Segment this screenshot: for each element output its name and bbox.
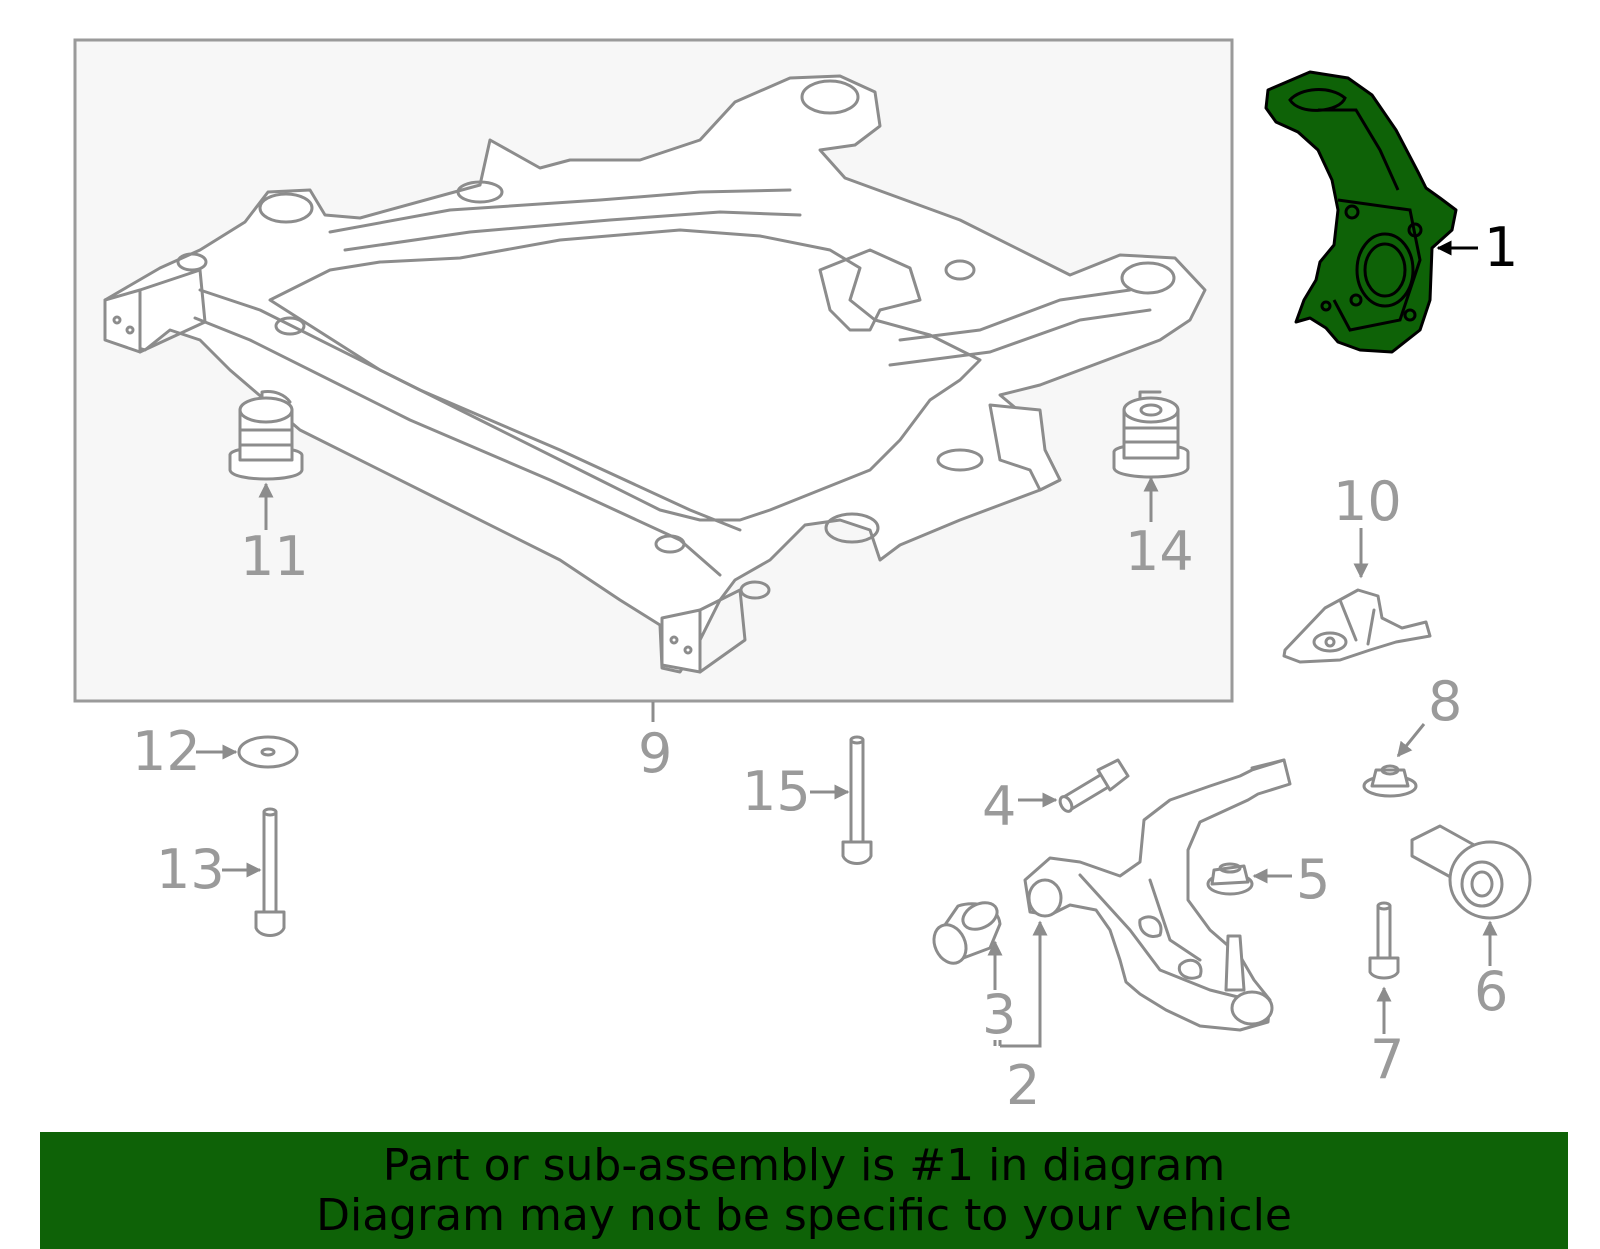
control-arm-bushing-rear[interactable] xyxy=(1410,824,1532,920)
callout-4: 4 xyxy=(982,775,1016,838)
subframe-bolt-front[interactable] xyxy=(841,735,873,865)
lower-control-arm[interactable] xyxy=(1023,758,1292,1032)
subframe-bushing-rear[interactable] xyxy=(228,390,304,481)
callout-1: 1 xyxy=(1484,216,1518,279)
callout-14: 14 xyxy=(1125,520,1194,583)
callout-5: 5 xyxy=(1296,848,1330,911)
callout-12: 12 xyxy=(132,720,201,783)
callout-3: 3 xyxy=(982,983,1016,1046)
callout-10: 10 xyxy=(1333,470,1402,533)
flange-nut-8[interactable] xyxy=(1362,764,1418,798)
callout-15: 15 xyxy=(742,760,811,823)
control-arm-bushing-front[interactable] xyxy=(928,898,1002,969)
subframe-crossmember[interactable] xyxy=(103,74,1207,674)
banner-line-1: Part or sub-assembly is #1 in diagram xyxy=(382,1139,1226,1191)
callout-8: 8 xyxy=(1428,670,1462,733)
callout-9: 9 xyxy=(638,722,672,785)
callout-6: 6 xyxy=(1474,960,1508,1023)
callout-13: 13 xyxy=(156,838,225,901)
subframe-bushing-front[interactable] xyxy=(1112,390,1190,479)
flange-nut-5[interactable] xyxy=(1206,862,1254,896)
callout-7: 7 xyxy=(1370,1028,1404,1091)
info-banner: Part or sub-assembly is #1 in diagram Di… xyxy=(40,1132,1568,1249)
bushing-bolt[interactable] xyxy=(1368,901,1400,980)
steering-knuckle[interactable] xyxy=(1264,70,1458,354)
callout-2: 2 xyxy=(1006,1054,1040,1117)
banner-line-2: Diagram may not be specific to your vehi… xyxy=(316,1189,1292,1241)
washer[interactable] xyxy=(237,735,299,769)
lower-shield-bracket[interactable] xyxy=(1282,588,1432,664)
subframe-bolt-rear[interactable] xyxy=(254,807,286,937)
leader-2 xyxy=(1000,920,1048,1048)
callout-11: 11 xyxy=(240,525,309,588)
control-arm-bolt[interactable] xyxy=(1058,758,1130,813)
leader-8 xyxy=(1396,723,1426,758)
